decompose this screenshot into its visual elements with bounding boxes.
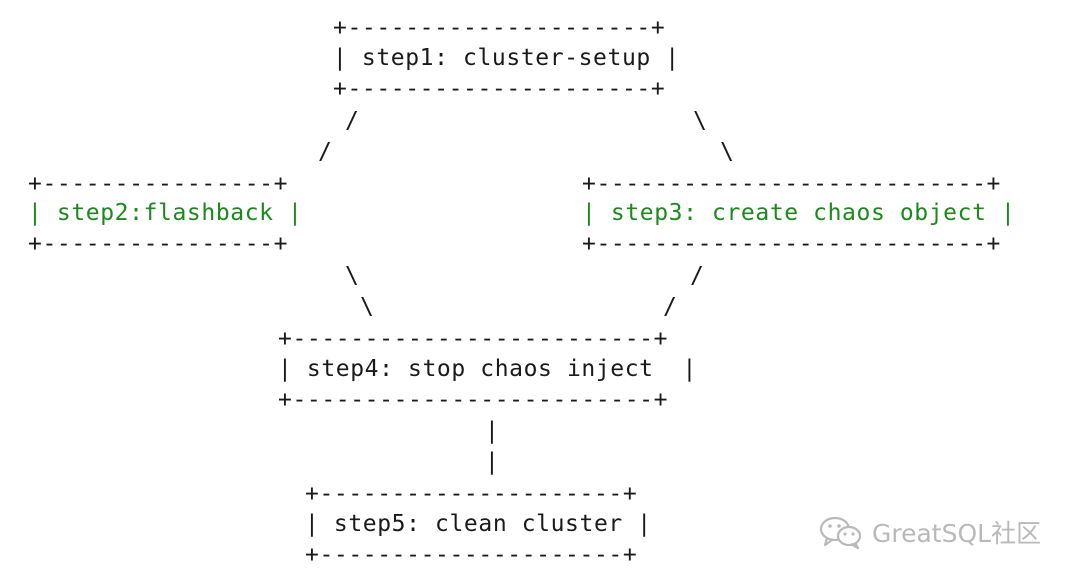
connector-backslash-2b: \ (360, 294, 374, 320)
step5-bottom-border: +---------------------+ (305, 542, 638, 568)
connector-slash-1b: / (318, 139, 332, 165)
connector-backslash-2a: \ (345, 263, 359, 289)
step2-bottom-border: +----------------+ (28, 231, 289, 257)
connector-pipe-a: | (485, 418, 499, 444)
watermark: GreatSQL社区 (818, 512, 1041, 552)
step3-top-border: +---------------------------+ (582, 171, 1001, 197)
step4-top-border: +-------------------------+ (278, 326, 669, 352)
step4-bottom-border: +-------------------------+ (278, 387, 669, 413)
connector-backslash-1a: \ (693, 108, 707, 134)
step3-bottom-border: +---------------------------+ (582, 231, 1001, 257)
step3-box-text: | step3: create chaos object | (582, 200, 1016, 226)
wechat-icon (818, 514, 864, 550)
connector-slash-2a: / (690, 263, 704, 289)
step5-top-border: +---------------------+ (305, 481, 638, 507)
connector-slash-2b: / (663, 294, 677, 320)
step1-box-text: | step1: cluster-setup | (333, 45, 680, 71)
step5-box-text: | step5: clean cluster | (305, 511, 652, 537)
step2-box-text: | step2:flashback | (28, 200, 303, 226)
connector-backslash-1b: \ (720, 139, 734, 165)
watermark-text: GreatSQL社区 (872, 519, 1042, 548)
connector-slash-1a: / (345, 108, 359, 134)
connector-pipe-b: | (485, 449, 499, 475)
step2-top-border: +----------------+ (28, 171, 289, 197)
step1-bottom-border: +---------------------+ (333, 76, 666, 102)
step4-box-text: | step4: stop chaos inject | (278, 356, 697, 382)
step1-top-border: +---------------------+ (333, 15, 666, 41)
